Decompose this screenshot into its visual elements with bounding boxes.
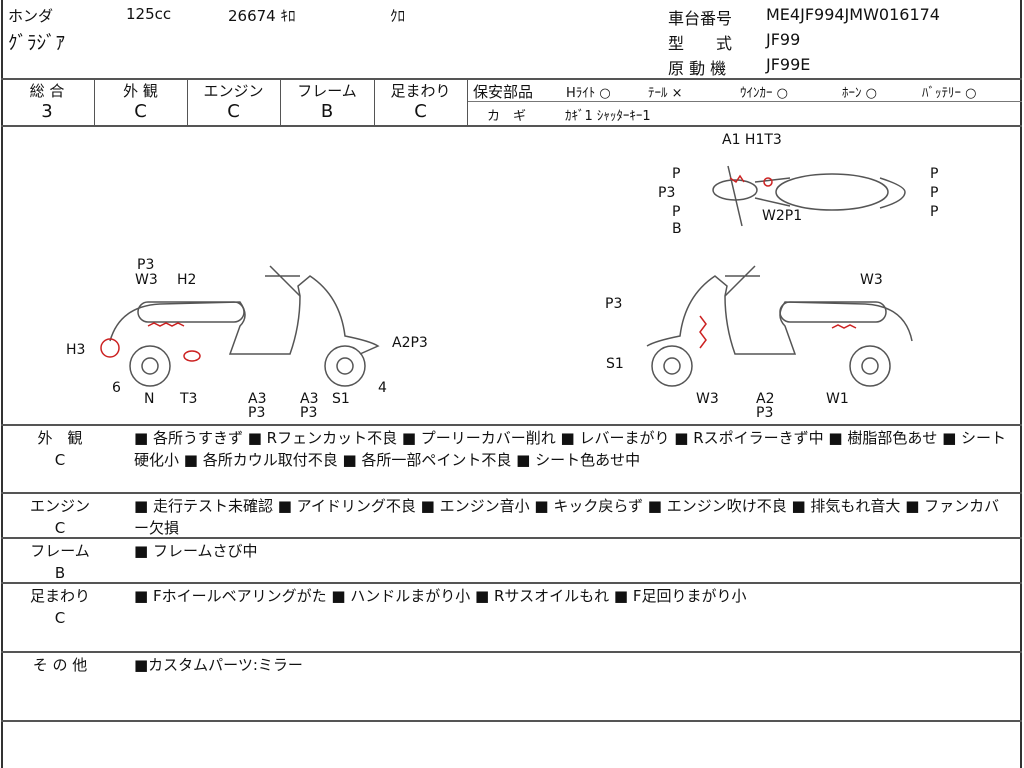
label-p: P: [930, 204, 939, 220]
safety-tail: ﾃｰﾙ ×: [648, 86, 683, 101]
label-p: P: [930, 185, 939, 201]
divider: [1, 125, 1022, 127]
safety-horn: ﾎｰﾝ ○: [842, 86, 877, 101]
divider: [467, 78, 468, 126]
type: JF99: [766, 30, 801, 49]
engine-label: 原 動 機: [668, 59, 727, 78]
divider: [1, 78, 1022, 80]
divider: [1, 492, 1022, 494]
grade-frame-label: フレーム: [297, 82, 357, 100]
label-a3: A3: [300, 391, 319, 407]
label-p: P: [930, 166, 939, 182]
label-p3: P3: [658, 185, 676, 201]
frame-no-label: 車台番号: [668, 9, 733, 28]
engine: JF99E: [766, 55, 811, 74]
divider: [374, 78, 375, 126]
divider: [1, 582, 1022, 584]
grade-exterior: C: [134, 101, 147, 122]
divider: [1, 537, 1022, 539]
label-b: B: [672, 221, 682, 237]
label-h3: H3: [66, 342, 86, 358]
label-s1: S1: [332, 391, 350, 407]
right-view-scooter: [646, 265, 913, 387]
label-p3: P3: [605, 296, 623, 312]
label-n: N: [144, 391, 155, 407]
label-p: P: [672, 204, 681, 220]
grade-frame: B: [320, 101, 334, 122]
label-a1h1t3: A1 H1T3: [722, 132, 782, 148]
comment-engine-text: ■ 走行テスト未確認 ■ アイドリング不良 ■ エンジン音小 ■ キック戻らず …: [134, 497, 1000, 537]
label-p3: P3: [137, 257, 155, 273]
type-label: 型 式: [668, 34, 733, 53]
comment-other-category: そ の 他: [32, 656, 88, 674]
model-name: ｸﾞﾗｼﾞｱ: [8, 32, 66, 54]
maker: ホンダ: [8, 7, 54, 25]
comment-frame-text: ■ フレームさび中: [134, 542, 258, 560]
label-4: 4: [378, 380, 387, 396]
label-a2p3: A2P3: [392, 335, 428, 351]
label-p3: P3: [756, 405, 774, 421]
label-w1: W1: [826, 391, 849, 407]
frame-no: ME4JF994JMW016174: [766, 5, 940, 24]
label-p3: P3: [300, 405, 318, 421]
safety-label: 保安部品: [473, 83, 534, 101]
top-view-scooter: [712, 165, 906, 227]
divider: [280, 78, 281, 126]
comment-other-text: ■カスタムパーツ:ミラー: [134, 656, 303, 674]
label-a3: A3: [248, 391, 267, 407]
label-w3: W3: [860, 272, 883, 288]
mileage: 26674 ｷﾛ: [228, 7, 296, 25]
safety-winker: ｳｲﾝｶｰ ○: [740, 86, 788, 101]
grade-engine: C: [227, 101, 240, 122]
label-t3: T3: [180, 391, 198, 407]
divider: [1, 720, 1022, 722]
grade-engine-label: エンジン: [203, 82, 264, 100]
label-6: 6: [112, 380, 121, 396]
label-s1: S1: [606, 356, 624, 372]
label-w2p1: W2P1: [762, 208, 803, 224]
scooter-diagram: [100, 165, 913, 387]
grade-overall: 3: [41, 101, 53, 122]
key-label: カ ギ: [487, 109, 527, 124]
color: ｸﾛ: [390, 7, 406, 25]
safety-battery: ﾊﾞｯﾃﾘｰ ○: [922, 86, 977, 101]
label-p: P: [672, 166, 681, 182]
divider: [94, 78, 95, 126]
safety-headlight: Hﾗｲﾄ ○: [566, 86, 611, 101]
key-info: ｶｷﾞ1 ｼｬｯﾀｰｷｰ1: [565, 109, 651, 124]
label-h2: H2: [177, 272, 197, 288]
label-w3: W3: [696, 391, 719, 407]
left-view-scooter: [100, 265, 380, 387]
displacement: 125cc: [126, 5, 172, 23]
comment-suspension-text: ■ Fホイールベアリングがた ■ ハンドルまがり小 ■ Rサスオイルもれ ■ F…: [134, 587, 747, 605]
grade-overall-label: 総 合: [29, 82, 65, 100]
divider: [467, 101, 1022, 102]
label-w3: W3: [135, 272, 158, 288]
divider: [187, 78, 188, 126]
label-a2: A2: [756, 391, 775, 407]
divider: [1, 651, 1022, 653]
divider: [1, 424, 1022, 426]
grade-suspension: C: [414, 101, 427, 122]
grade-exterior-label: 外 観: [123, 82, 158, 100]
comment-exterior-text: ■ 各所うすきず ■ Rフェンカット不良 ■ プーリーカバー削れ ■ レバーまが…: [134, 429, 1007, 469]
label-p3: P3: [248, 405, 266, 421]
grade-suspension-label: 足まわり: [390, 82, 451, 100]
